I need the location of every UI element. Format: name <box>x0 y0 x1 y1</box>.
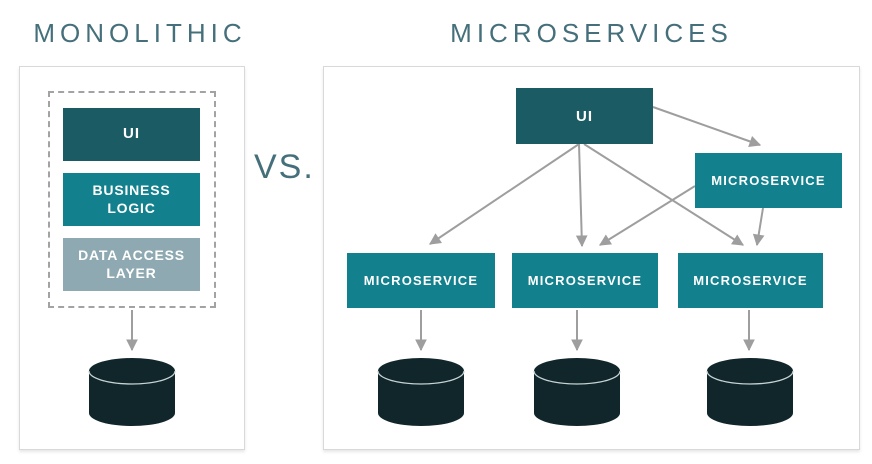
microservice-label: MICROSERVICE <box>527 273 643 288</box>
database-icon <box>706 358 794 426</box>
arrow-ui-to-microservice-left <box>429 143 580 245</box>
microservice-bottom-right-box: MICROSERVICE <box>678 253 823 308</box>
arrow-ui-to-microservice-middle <box>575 143 588 248</box>
monolith-boundary <box>48 91 216 308</box>
microservice-bottom-left-box: MICROSERVICE <box>347 253 495 308</box>
microservices-title: MICROSERVICES <box>450 18 733 48</box>
microservice-bottom-middle-box: MICROSERVICE <box>512 253 658 308</box>
database-icon <box>533 358 621 426</box>
monolith-ui-box: UI <box>63 108 200 161</box>
microservice-top-right-box: MICROSERVICE <box>695 153 842 208</box>
microservice-label: MICROSERVICE <box>693 273 808 288</box>
arrow-ui-to-microservice-top <box>652 106 762 147</box>
monolithic-title: MONOLITHIC <box>33 18 247 48</box>
microservices-ui-label: UI <box>576 107 593 125</box>
microservices-ui-box: UI <box>516 88 653 144</box>
versus-label: VS. <box>254 148 315 186</box>
monolith-ui-label: UI <box>123 125 140 143</box>
database-icon <box>88 358 176 426</box>
microservice-label: MICROSERVICE <box>711 173 826 188</box>
arrow-microservice-top-to-middle <box>599 185 696 246</box>
arrow-ui-to-microservice-right <box>583 143 744 246</box>
microservice-label: MICROSERVICE <box>363 273 479 288</box>
database-icon <box>377 358 465 426</box>
arrow-microservice-top-to-right <box>752 207 765 247</box>
